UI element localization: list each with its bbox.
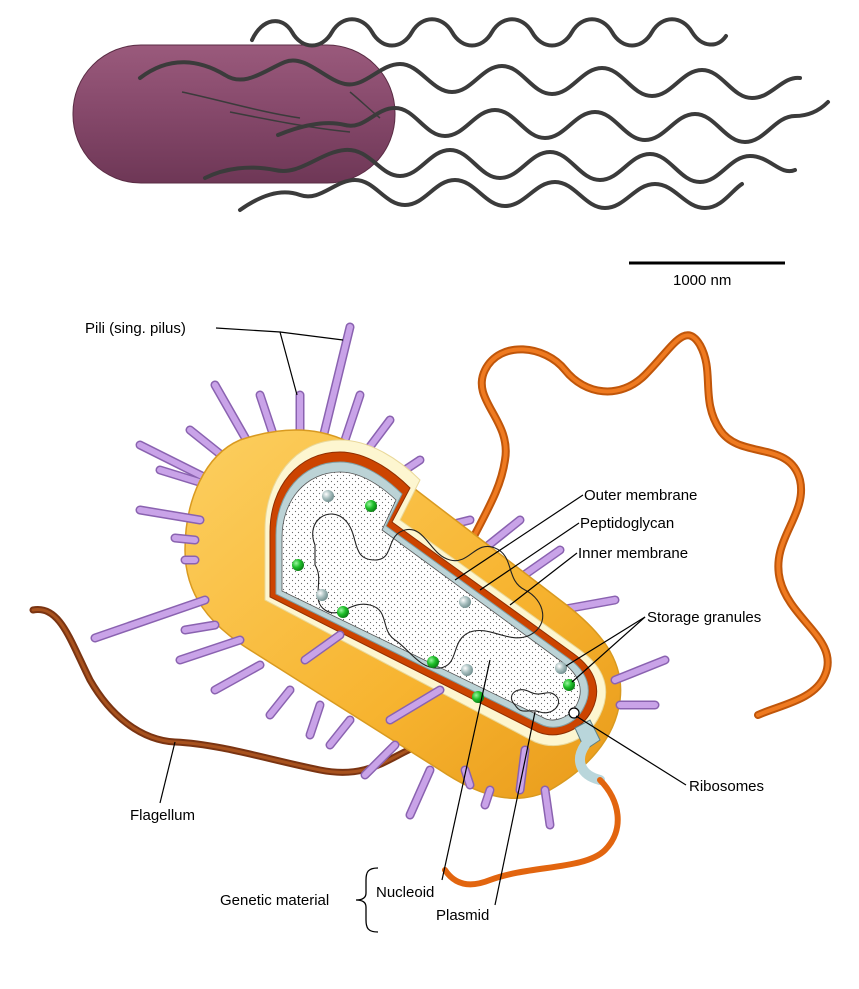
nucleoid-dna: [312, 513, 544, 669]
rod-cell-body: [72, 44, 396, 184]
granule-grey: [322, 490, 334, 502]
granule-grey: [555, 662, 567, 674]
leader-peptidoglycan: [479, 522, 580, 591]
label-flagellum: Flagellum: [130, 807, 195, 824]
leader-pili: [215, 327, 298, 396]
flagellum-bottom: [442, 777, 621, 888]
leader-plasmid: [494, 711, 536, 906]
leader-flagellum: [159, 741, 176, 804]
leader-pili-2: [279, 331, 344, 341]
leader-ribosomes: [575, 715, 687, 786]
flagellum-right-highlight: [453, 333, 830, 717]
granule-green: [337, 606, 349, 618]
granule-green: [365, 500, 377, 512]
top-flagellum-1: [250, 17, 728, 48]
label-ribosomes: Ribosomes: [689, 778, 764, 795]
label-pili: Pili (sing. pilus): [85, 320, 186, 337]
label-storage-granules: Storage granules: [647, 609, 761, 626]
top-flagellum-4: [203, 147, 797, 185]
cell-cross-section: [29, 322, 832, 888]
leader-outer-membrane: [454, 494, 584, 581]
leader-storage-granules-2: [571, 616, 646, 683]
flagellum-left-highlight: [31, 608, 422, 774]
granule-green: [427, 656, 439, 668]
top-flagellum-5: [238, 177, 744, 212]
label-plasmid: Plasmid: [436, 907, 489, 924]
scale-bar: 1000 nm: [629, 261, 785, 289]
label-nucleoid: Nucleoid: [376, 884, 434, 901]
label-outer-membrane: Outer membrane: [584, 487, 697, 504]
plasmid-dna: [510, 689, 560, 714]
genetic-material-brace: [355, 867, 379, 933]
flagella-hooks: [181, 91, 381, 133]
label-peptidoglycan: Peptidoglycan: [580, 515, 674, 532]
label-inner-membrane: Inner membrane: [578, 545, 688, 562]
leader-inner-membrane: [509, 552, 578, 606]
leader-nucleoid: [441, 659, 491, 881]
ribosome: [568, 707, 580, 719]
granule-green: [292, 559, 304, 571]
pili-front-fill: [92, 507, 668, 828]
top-flagella: [138, 17, 830, 212]
top-flagellum-3: [276, 100, 830, 145]
granule-grey: [459, 596, 471, 608]
labels: Pili (sing. pilus) Outer membrane Peptid…: [85, 320, 764, 933]
granule-grey: [461, 664, 473, 676]
top-flagellum-2: [138, 58, 802, 101]
rod-bacterium-illustration: [72, 17, 830, 212]
label-genetic-material: Genetic material: [220, 892, 329, 909]
leader-storage-granules-1: [565, 616, 646, 667]
granule-grey: [316, 589, 328, 601]
scale-bar-label: 1000 nm: [673, 272, 731, 289]
